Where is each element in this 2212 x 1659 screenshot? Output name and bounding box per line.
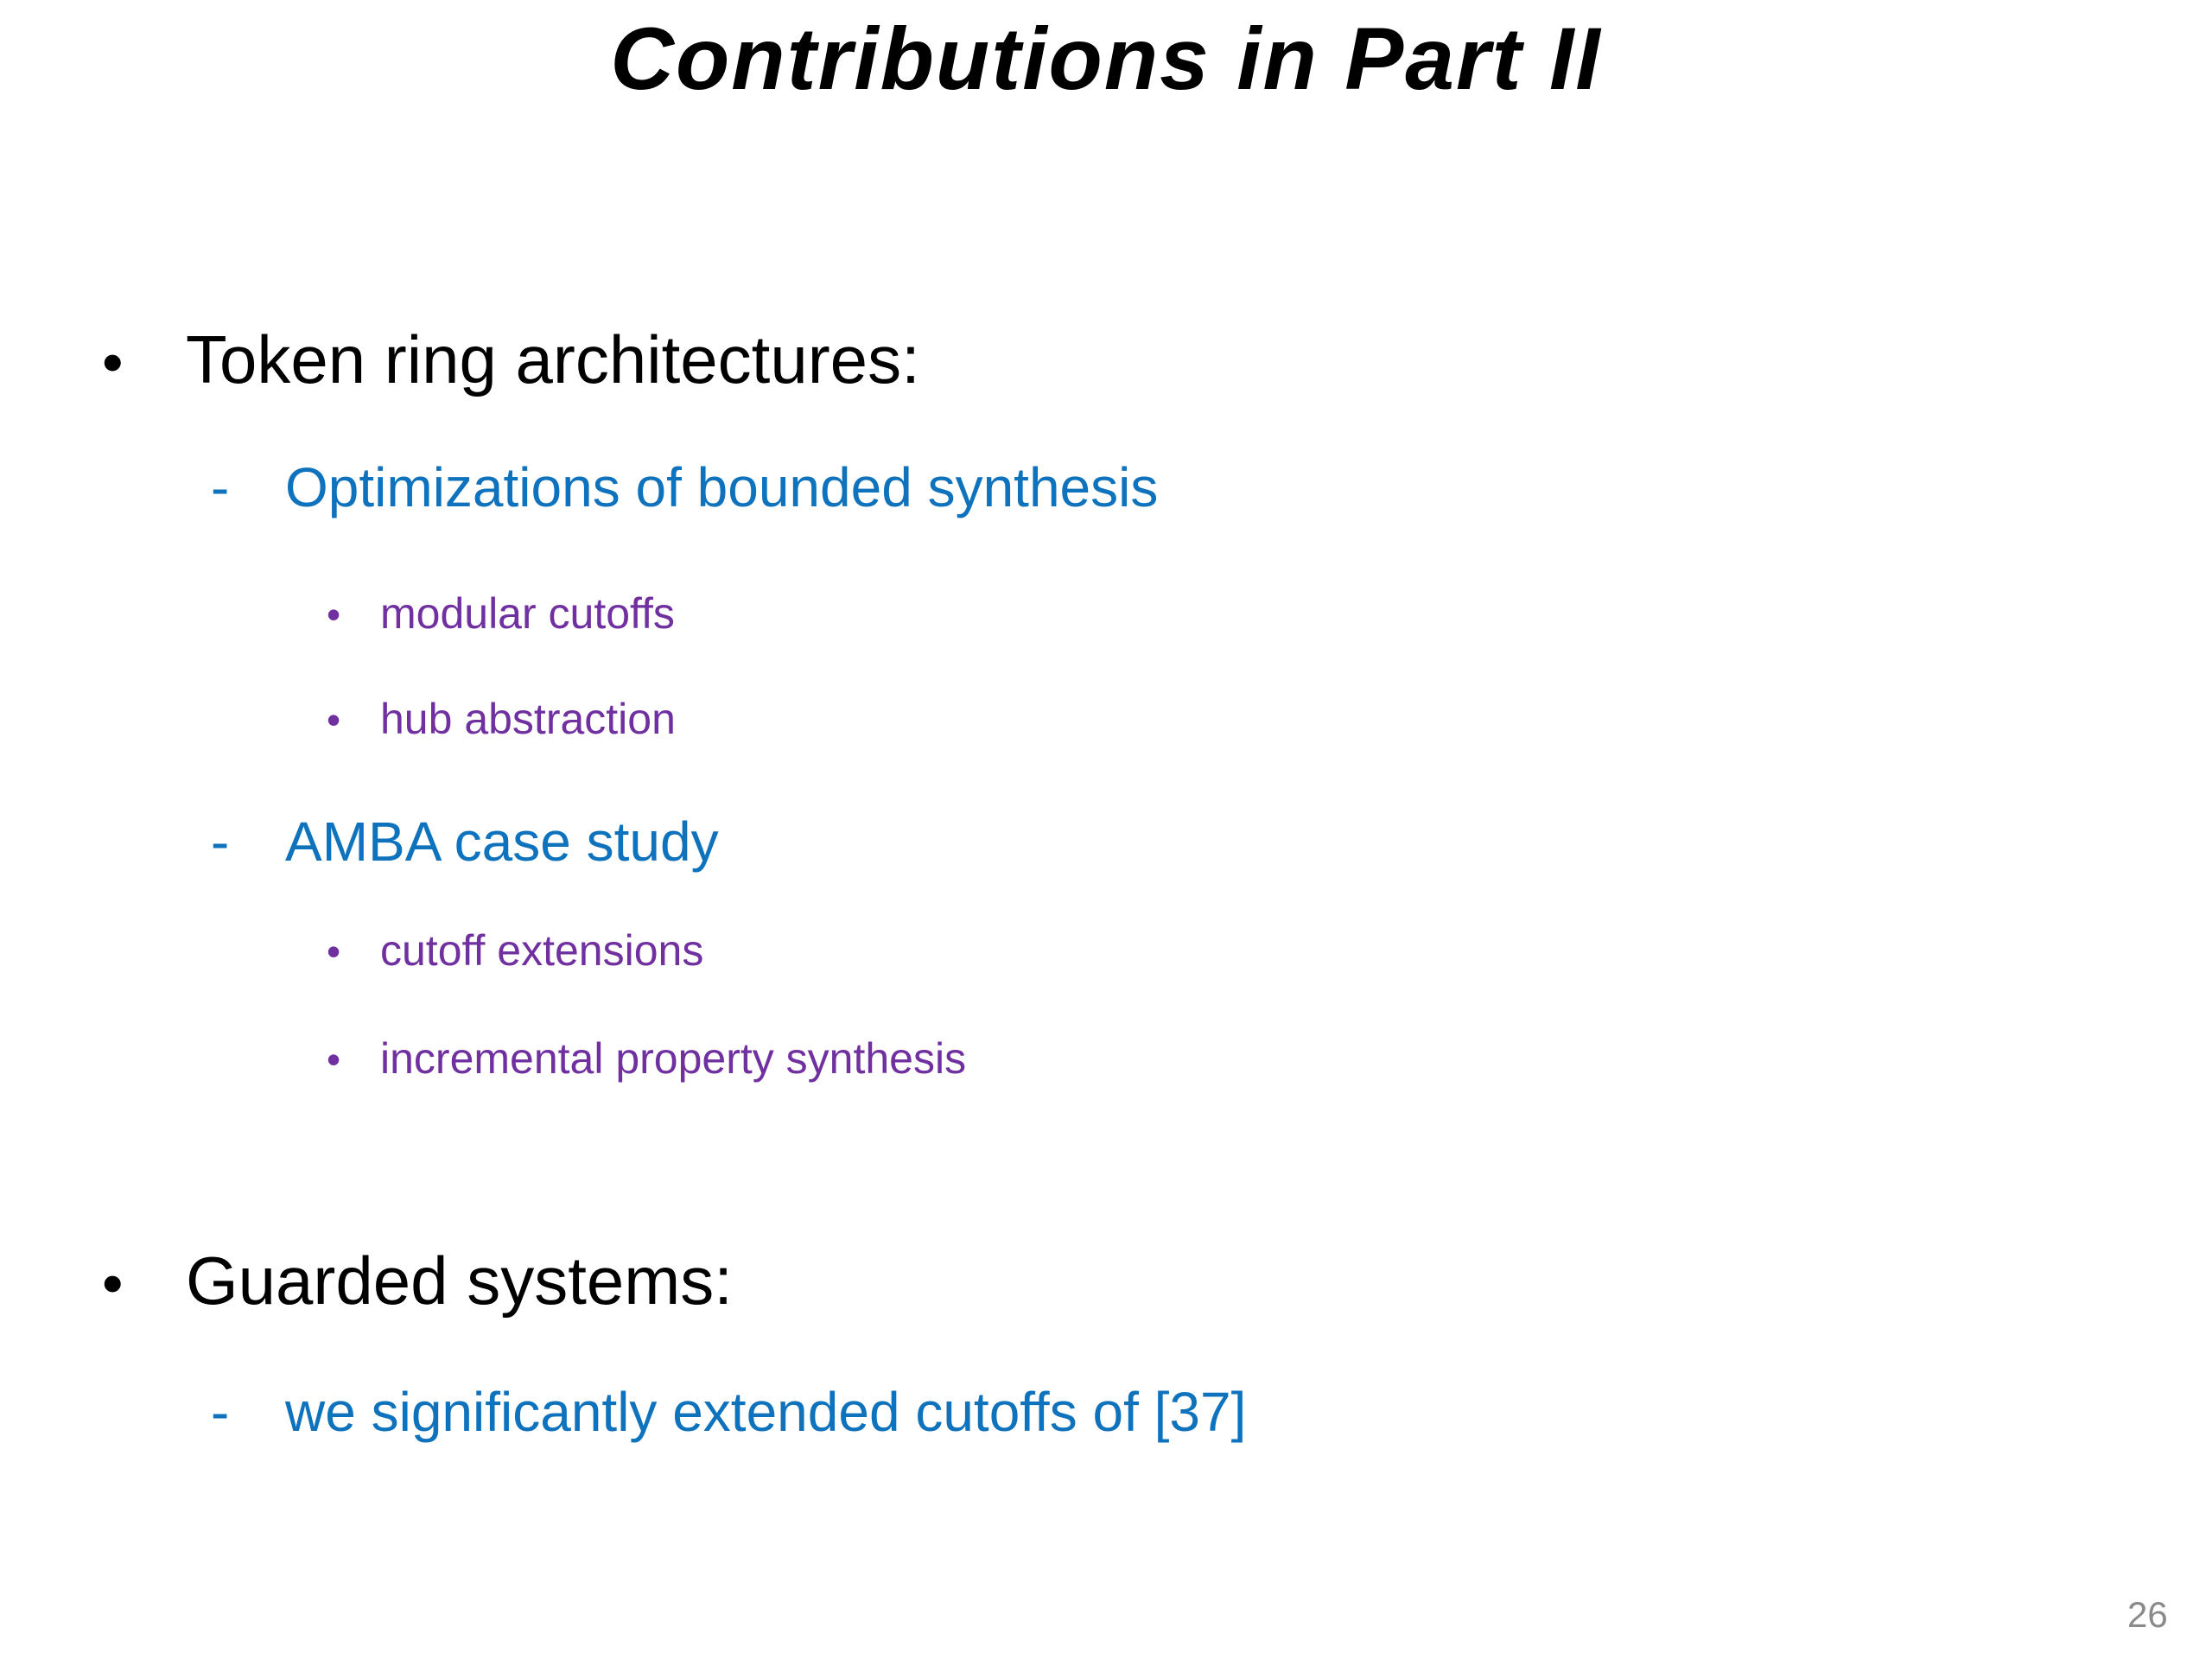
bullet-text: AMBA case study [285,810,719,873]
bullet-text: Token ring architectures: [186,321,920,397]
bullet-token-ring-architectures: • Token ring architectures: [102,321,920,399]
bullet-marker: • [327,1037,341,1082]
slide-title: Contributions in Part II [610,10,1602,108]
bullet-text: incremental property synthesis [380,1034,967,1083]
dash-marker: - [211,456,230,518]
dash-marker: - [211,810,230,873]
bullet-text: cutoff extensions [380,926,704,975]
bullet-marker: • [327,697,341,742]
bullet-text: hub abstraction [380,695,676,743]
sub-sub-bullet-modular-cutoffs: • modular cutoffs [327,589,675,639]
bullet-marker: • [327,929,341,974]
sub-sub-bullet-cutoff-extensions: • cutoff extensions [327,926,703,976]
bullet-text: Guarded systems: [186,1243,733,1319]
page-number: 26 [2127,1594,2168,1635]
bullet-text: modular cutoffs [380,589,675,638]
sub-bullet-extended-cutoffs-37: -we significantly extended cutoffs of [3… [211,1381,1246,1445]
bullet-guarded-systems: • Guarded systems: [102,1243,733,1320]
sub-bullet-amba-case-study: -AMBA case study [211,810,719,874]
sub-bullet-optimizations-bounded-synthesis: -Optimizations of bounded synthesis [211,456,1158,520]
bullet-text: we significantly extended cutoffs of [37… [285,1381,1247,1443]
bullet-marker: • [327,592,341,637]
dash-marker: - [211,1381,230,1443]
bullet-marker: • [102,1249,124,1317]
sub-sub-bullet-incremental-property-synthesis: • incremental property synthesis [327,1034,966,1084]
bullet-marker: • [102,328,124,396]
sub-sub-bullet-hub-abstraction: • hub abstraction [327,695,676,745]
bullet-text: Optimizations of bounded synthesis [285,456,1159,518]
